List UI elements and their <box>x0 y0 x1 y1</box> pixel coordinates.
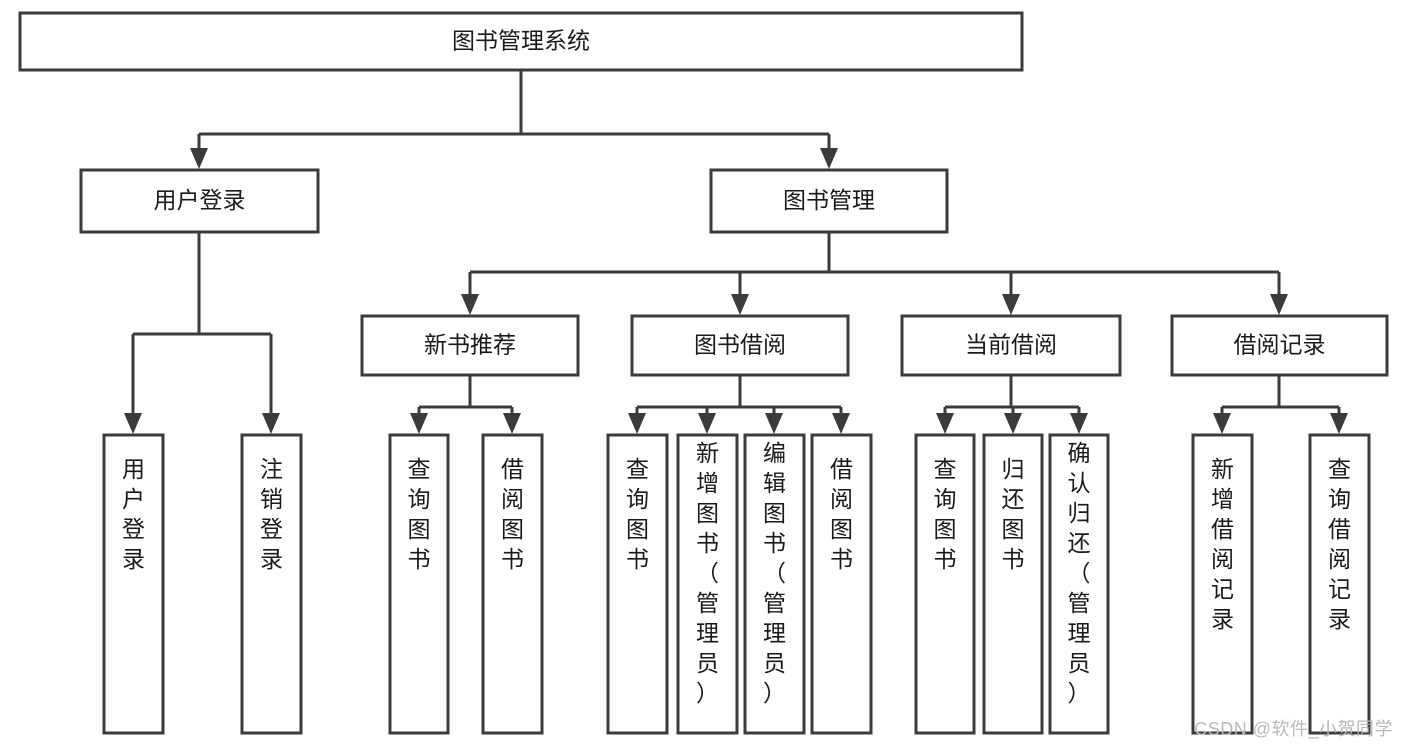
arrow-head-icon <box>410 413 428 434</box>
node-label: 图书管理系统 <box>452 28 590 54</box>
node-label: 图书管理 <box>783 187 875 213</box>
arrow-head-icon <box>1070 413 1088 434</box>
node-label: 新增借阅记录 <box>1211 456 1234 632</box>
arrow-head-icon <box>461 294 479 315</box>
connector-root-to-level2 <box>190 70 838 169</box>
node-box[interactable] <box>102 433 165 735</box>
arrow-head-icon <box>190 148 208 169</box>
node-label: 查询借阅记录 <box>1328 456 1351 632</box>
root-node-1[interactable]: 图书管理系统 <box>18 11 1024 72</box>
arrow-head-icon <box>1002 294 1020 315</box>
node-label: 查询图书 <box>934 456 957 572</box>
leaf-node-1[interactable]: 用户登录 <box>102 433 165 735</box>
node-label: 查询图书 <box>408 456 431 572</box>
node-label: 新增图书（管理员） <box>696 440 719 706</box>
leaf-node-11[interactable]: 确认归还（管理员） <box>1048 433 1110 735</box>
node-label: 借阅图书 <box>501 456 524 572</box>
node-box[interactable] <box>606 433 669 735</box>
node-box[interactable] <box>18 11 1024 72</box>
node-box[interactable] <box>481 433 544 735</box>
arrow-head-icon <box>262 413 280 434</box>
leaf-node-5[interactable]: 查询图书 <box>606 433 669 735</box>
leaf-node-8[interactable]: 借阅图书 <box>810 433 873 735</box>
node-label: 编辑图书（管理员） <box>763 440 786 706</box>
connector-new-book-to-leaves <box>410 375 521 434</box>
node-box[interactable] <box>630 314 850 377</box>
arrow-head-icon <box>698 413 716 434</box>
node-box[interactable] <box>900 314 1122 377</box>
leaf-node-7[interactable]: 编辑图书（管理员） <box>743 433 806 735</box>
arrow-head-icon <box>1004 413 1022 434</box>
node-label: 归还图书 <box>1002 456 1025 572</box>
node-box[interactable] <box>79 168 320 234</box>
node-label: 当前借阅 <box>965 332 1057 358</box>
leaf-node-12[interactable]: 新增借阅记录 <box>1191 433 1254 735</box>
node-label: 新书推荐 <box>424 332 516 358</box>
arrow-head-icon <box>628 413 646 434</box>
connector-records-to-leaves <box>1213 375 1348 434</box>
arrow-head-icon <box>832 413 850 434</box>
node-box[interactable] <box>914 433 976 735</box>
node-label: 借阅记录 <box>1234 332 1326 358</box>
connector-borrow-to-leaves <box>628 375 850 434</box>
level3-node-2[interactable]: 图书借阅 <box>630 314 850 377</box>
csdn-watermark: CSDN @软件_小贺同学 <box>1194 719 1393 739</box>
level3-node-1[interactable]: 新书推荐 <box>360 314 580 377</box>
level2-node-1[interactable]: 用户登录 <box>79 168 320 234</box>
node-box[interactable] <box>743 433 806 735</box>
node-box[interactable] <box>1191 433 1254 735</box>
leaf-node-3[interactable]: 查询图书 <box>388 433 450 735</box>
connector-current-borrow-to-leaves <box>936 375 1088 434</box>
level2-node-2[interactable]: 图书管理 <box>709 168 949 234</box>
node-label: 注销登录 <box>260 456 283 572</box>
node-label: 用户登录 <box>122 456 145 572</box>
connector-book-mgmt-to-level3 <box>461 232 1288 315</box>
node-box[interactable] <box>1308 433 1371 735</box>
arrow-head-icon <box>503 413 521 434</box>
leaf-node-10[interactable]: 归还图书 <box>982 433 1044 735</box>
node-box[interactable] <box>982 433 1044 735</box>
node-box[interactable] <box>676 433 739 735</box>
arrow-head-icon <box>820 148 838 169</box>
node-box[interactable] <box>240 433 303 735</box>
leaf-node-2[interactable]: 注销登录 <box>240 433 303 735</box>
leaf-node-9[interactable]: 查询图书 <box>914 433 976 735</box>
arrow-head-icon <box>765 413 783 434</box>
arrow-head-icon <box>124 413 142 434</box>
node-label: 查询图书 <box>626 456 649 572</box>
node-label: 用户登录 <box>154 187 246 213</box>
node-box[interactable] <box>388 433 450 735</box>
arrow-head-icon <box>1213 413 1231 434</box>
arrow-head-icon <box>1270 294 1288 315</box>
level3-node-3[interactable]: 当前借阅 <box>900 314 1122 377</box>
node-box[interactable] <box>360 314 580 377</box>
node-box[interactable] <box>810 433 873 735</box>
node-box[interactable] <box>1048 433 1110 735</box>
arrow-head-icon <box>731 294 749 315</box>
arrow-head-icon <box>936 413 954 434</box>
arrow-head-icon <box>1330 413 1348 434</box>
node-label: 图书借阅 <box>694 332 786 358</box>
connector-user-login-to-leaves <box>124 232 280 434</box>
leaf-node-6[interactable]: 新增图书（管理员） <box>676 433 739 735</box>
leaf-node-4[interactable]: 借阅图书 <box>481 433 544 735</box>
node-box[interactable] <box>1170 314 1389 377</box>
node-box[interactable] <box>709 168 949 234</box>
node-layer: 图书管理系统用户登录图书管理新书推荐图书借阅当前借阅借阅记录用户登录注销登录查询… <box>18 11 1389 735</box>
node-label: 借阅图书 <box>830 456 853 572</box>
connector-layer <box>124 70 1348 434</box>
level3-node-4[interactable]: 借阅记录 <box>1170 314 1389 377</box>
node-label: 确认归还（管理员） <box>1068 440 1091 706</box>
leaf-node-13[interactable]: 查询借阅记录 <box>1308 433 1371 735</box>
